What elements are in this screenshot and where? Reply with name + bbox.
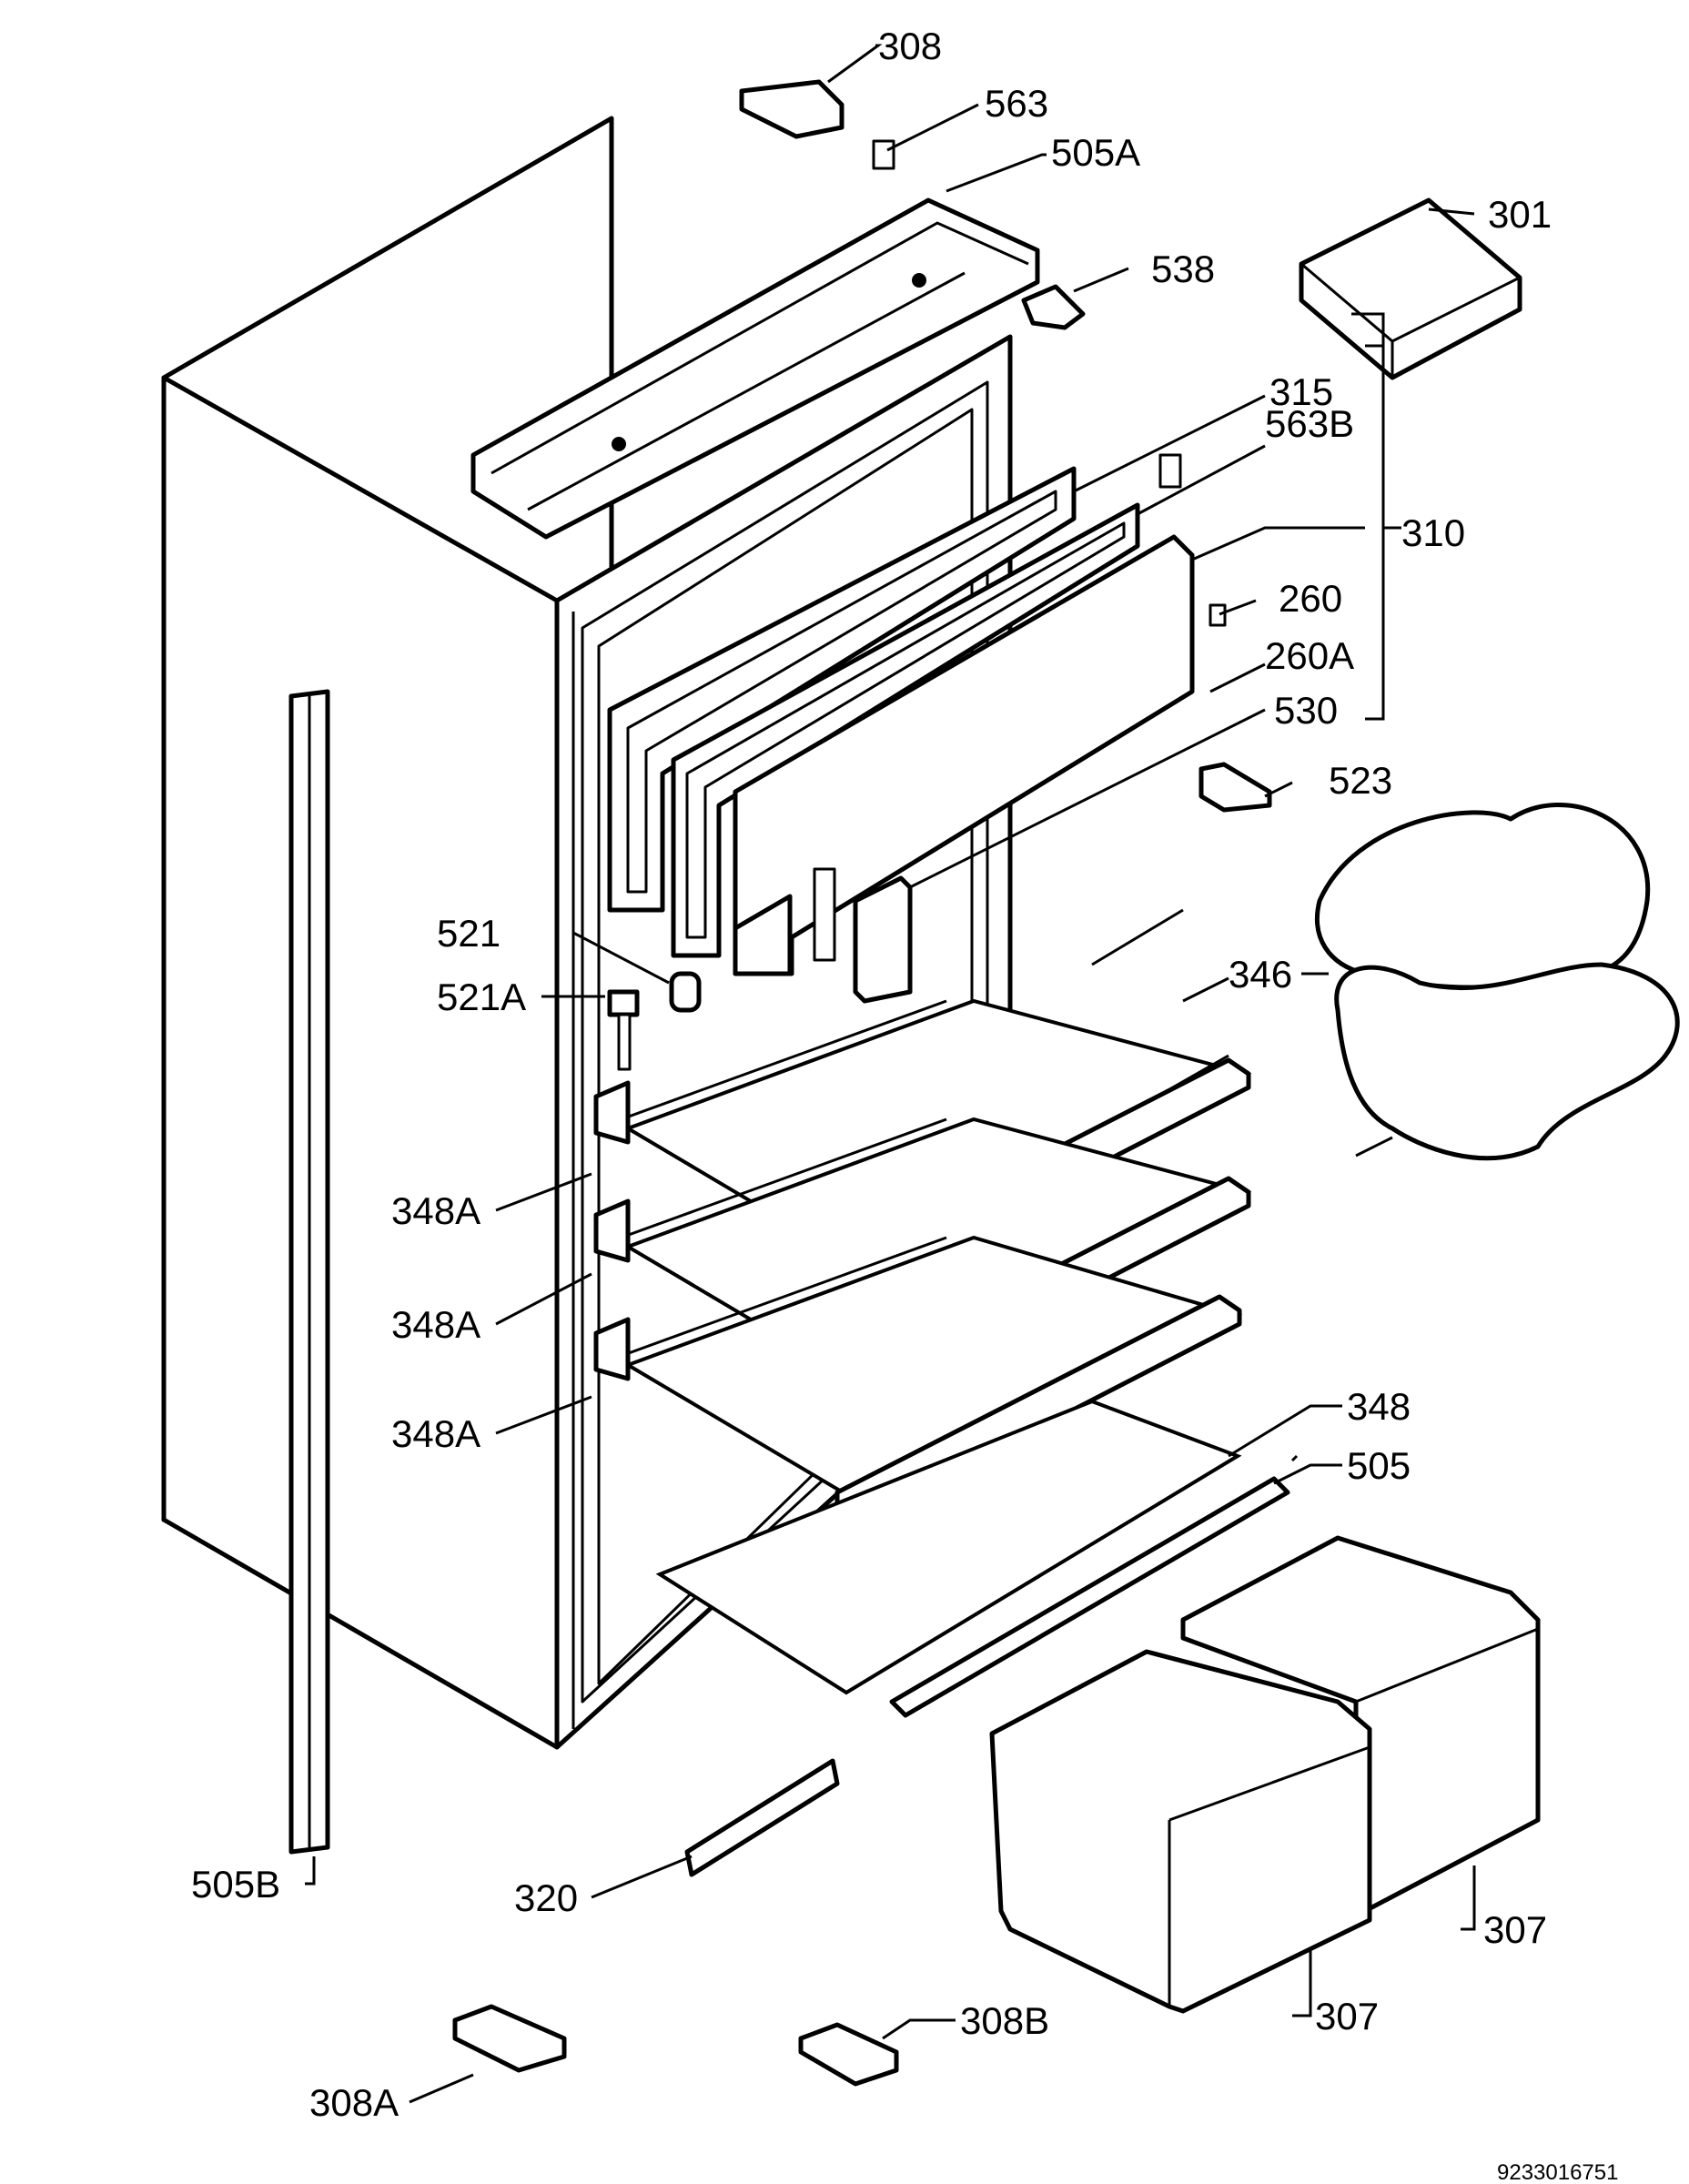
part-308-top-hinge: [739, 79, 844, 139]
label-260A: 260A: [1265, 634, 1354, 677]
part-308A-bottom-hinge: [452, 2004, 567, 2073]
label-538: 538: [1151, 248, 1215, 290]
part-307-left-drawer: [989, 1649, 1372, 2014]
label-505A: 505A: [1051, 131, 1140, 174]
part-505B-gasket-strip: [288, 689, 330, 1855]
label-346: 346: [1229, 953, 1292, 996]
part-260-clip: [1209, 603, 1227, 627]
label-563: 563: [985, 82, 1048, 125]
part-563-screw: [872, 139, 895, 170]
label-348: 348: [1347, 1385, 1411, 1428]
label-505: 505: [1347, 1444, 1411, 1487]
part-521-knob: [669, 971, 702, 1013]
label-348A-1: 348A: [391, 1189, 480, 1232]
part-308B-hinge: [798, 2022, 899, 2087]
part-315-door-frame: [607, 466, 1077, 913]
label-348A-2: 348A: [391, 1303, 480, 1346]
part-523-lamp-holder: [1198, 762, 1272, 813]
label-308B: 308B: [960, 1999, 1049, 2042]
part-538-bracket: [1021, 284, 1086, 330]
part-320-vent-grille: [684, 1758, 840, 1877]
label-308-top: 308: [878, 25, 942, 67]
part-563B-door-inner: [671, 502, 1140, 958]
part-563B-screw: [1158, 453, 1182, 489]
label-301: 301: [1488, 193, 1552, 236]
part-310-freezer-door: [733, 534, 1195, 976]
label-521A: 521A: [437, 976, 526, 1018]
part-521A-button: [607, 989, 640, 1071]
part-346-egg-tray: [1314, 803, 1680, 1161]
part-301-ice-tray: [1299, 197, 1522, 380]
part-530-door-handle: [813, 867, 913, 1004]
label-320: 320: [514, 1876, 578, 1919]
label-505B: 505B: [191, 1863, 280, 1906]
part-505A-top-cover: [470, 197, 1040, 540]
label-348A-3: 348A: [391, 1412, 480, 1455]
leader-lines: [305, 44, 1476, 2104]
label-315: 315: [1269, 370, 1333, 413]
label-563B: 563B: [1265, 402, 1354, 445]
label-307-right: 307: [1483, 1908, 1547, 1951]
label-310: 310: [1401, 511, 1465, 554]
part-348-glass-shelf: [655, 1399, 1242, 1695]
drawing-number: 9233016751: [1497, 2160, 1618, 2184]
label-523: 523: [1329, 759, 1392, 802]
part-labels: 308 563 505A 301 538 315 563B 310 260 26…: [191, 25, 1618, 2184]
label-307-left: 307: [1315, 1995, 1379, 2037]
label-521: 521: [437, 912, 501, 955]
label-530: 530: [1274, 689, 1338, 732]
label-260: 260: [1279, 577, 1342, 620]
label-308A: 308A: [309, 2081, 399, 2124]
part-505-shelf-trim: [889, 1476, 1290, 1718]
